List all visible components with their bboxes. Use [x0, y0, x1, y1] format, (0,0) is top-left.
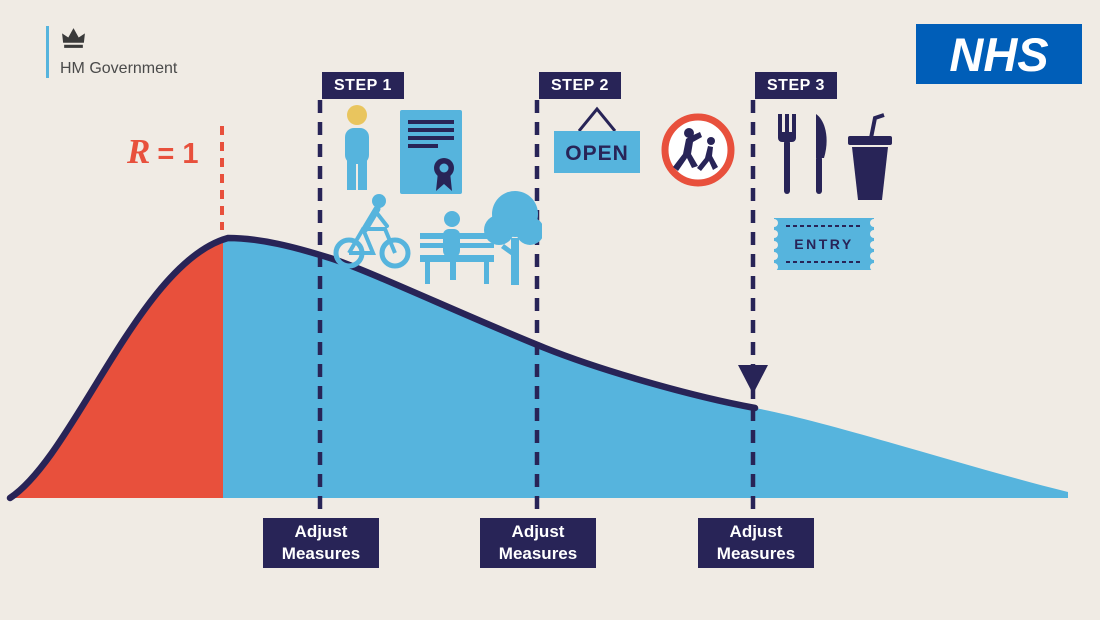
adjust-line-1: Adjust [511, 522, 565, 541]
certificate-icon [400, 110, 462, 194]
open-sign-text: OPEN [565, 142, 629, 165]
bench-icon [420, 211, 494, 284]
hm-government-logo: HM Government [46, 26, 177, 78]
person-icon [345, 105, 369, 190]
knife-icon [816, 114, 827, 194]
hm-government-body: HM Government [60, 26, 177, 78]
drink-icon [848, 113, 892, 200]
r-equals-one-label: R = 1 [127, 132, 198, 172]
curve-outline [6, 234, 759, 502]
nhs-logo: NHS [916, 24, 1082, 84]
adjust-line-1: Adjust [729, 522, 783, 541]
hm-government-label: HM Government [60, 60, 178, 77]
open-sign-icon: OPEN [554, 106, 640, 173]
adjust-measures-badge-1: Adjust Measures [263, 518, 379, 568]
step-3-badge: STEP 3 [755, 72, 837, 99]
adjust-line-2: Measures [498, 544, 578, 563]
crown-icon [62, 28, 85, 48]
cyclist-icon [333, 194, 411, 269]
adjust-line-2: Measures [281, 544, 361, 563]
step-2-icons: OPEN [554, 106, 735, 187]
entry-ticket-text: ENTRY [794, 236, 853, 252]
step-3-arrow-icon [738, 365, 768, 394]
adjust-line-2: Measures [716, 544, 796, 563]
adjust-line-1: Adjust [294, 522, 348, 541]
tree-icon [484, 191, 542, 285]
curve-area-red [10, 239, 223, 498]
school-crossing-icon [661, 113, 735, 187]
step-1-badge: STEP 1 [322, 72, 404, 99]
step-2-badge: STEP 2 [539, 72, 621, 99]
entry-ticket-icon: ENTRY [772, 218, 878, 271]
r-value: = 1 [157, 138, 199, 170]
adjust-measures-badge-3: Adjust Measures [698, 518, 814, 568]
step-3-icons: ENTRY [772, 113, 892, 271]
hm-government-bar [46, 26, 49, 78]
fork-icon [778, 114, 796, 194]
r-symbol: R [127, 132, 151, 171]
step-1-icons [333, 105, 542, 285]
nhs-label: NHS [949, 27, 1049, 81]
adjust-measures-badge-2: Adjust Measures [480, 518, 596, 568]
